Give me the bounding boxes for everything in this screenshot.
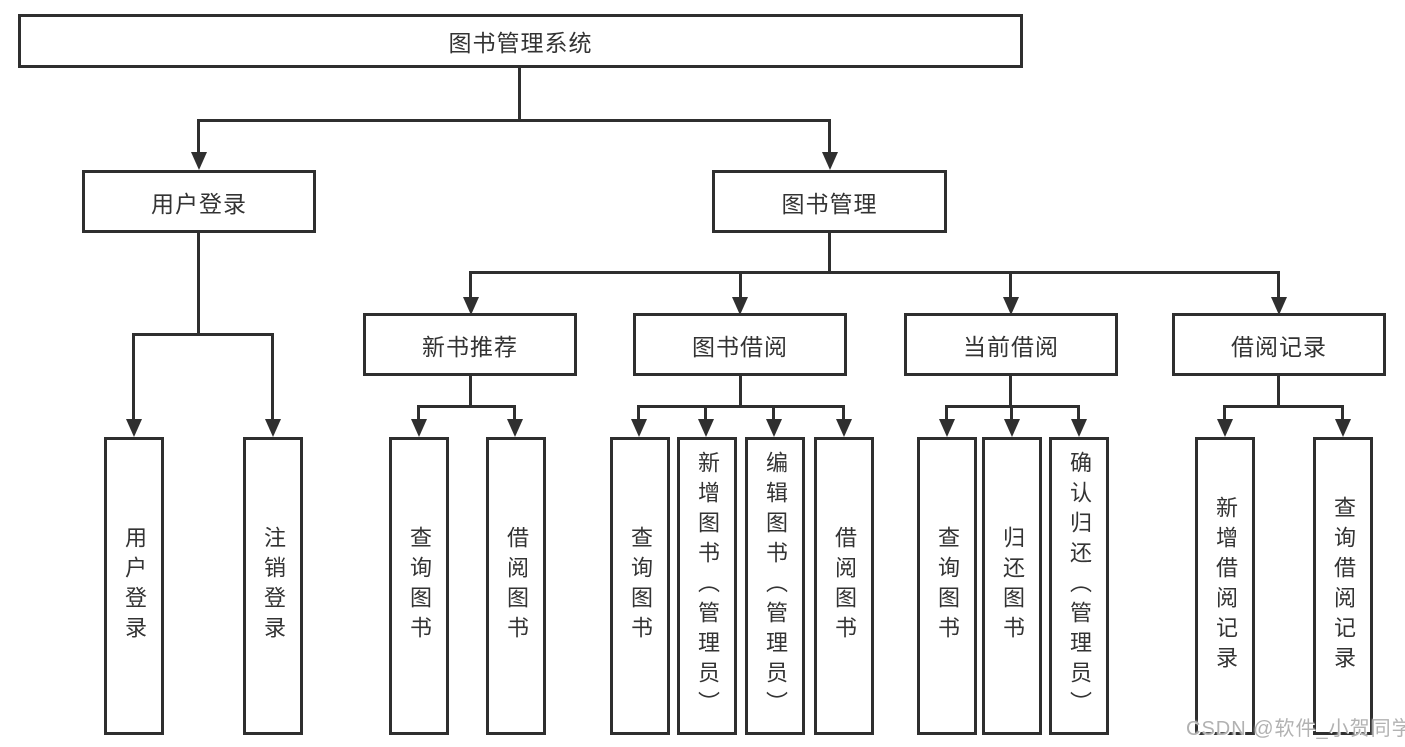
connector-hline xyxy=(132,333,274,336)
leaf-label: 新增图书（管理员） xyxy=(695,451,720,721)
leaf-borrow-books-recommend: 借阅图书 xyxy=(486,437,546,735)
arrow-down-icon xyxy=(1003,297,1019,315)
node-label: 图书借阅 xyxy=(692,333,788,360)
node-user-login: 用户登录 xyxy=(82,170,316,233)
arrow-down-icon xyxy=(836,419,852,437)
connector-hline xyxy=(1223,405,1344,408)
leaf-label: 借阅图书 xyxy=(504,526,529,646)
connector-vline xyxy=(513,405,516,421)
leaf-add-borrow-record: 新增借阅记录 xyxy=(1195,437,1255,735)
arrow-down-icon xyxy=(766,419,782,437)
node-current-borrowing: 当前借阅 xyxy=(904,313,1118,376)
leaf-label: 查询图书 xyxy=(407,526,432,646)
connector-vline xyxy=(1223,405,1226,421)
arrow-down-icon xyxy=(698,419,714,437)
node-root: 图书管理系统 xyxy=(18,14,1023,68)
leaf-query-books-current: 查询图书 xyxy=(917,437,977,735)
node-label: 新书推荐 xyxy=(422,333,518,360)
node-label: 借阅记录 xyxy=(1231,333,1327,360)
arrow-down-icon xyxy=(939,419,955,437)
leaf-edit-books-admin: 编辑图书（管理员） xyxy=(745,437,805,735)
node-borrowing-records: 借阅记录 xyxy=(1172,313,1386,376)
leaf-query-borrow-record: 查询借阅记录 xyxy=(1313,437,1373,735)
arrow-down-icon xyxy=(1071,419,1087,437)
connector-vline xyxy=(1010,405,1013,421)
arrow-down-icon xyxy=(507,419,523,437)
connector-vline xyxy=(1009,376,1012,407)
connector-vline xyxy=(637,405,640,421)
arrow-down-icon xyxy=(463,297,479,315)
leaf-query-books-recommend: 查询图书 xyxy=(389,437,449,735)
leaf-label: 归还图书 xyxy=(1000,526,1025,646)
node-label: 当前借阅 xyxy=(963,333,1059,360)
leaf-add-books-admin: 新增图书（管理员） xyxy=(677,437,737,735)
leaf-label: 注销登录 xyxy=(261,526,286,646)
connector-hline xyxy=(417,405,516,408)
connector-vline xyxy=(828,119,831,154)
connector-hline xyxy=(197,119,831,122)
leaf-label: 确认归还（管理员） xyxy=(1067,451,1092,721)
connector-vline xyxy=(704,405,707,421)
connector-vline xyxy=(1277,271,1280,299)
arrow-down-icon xyxy=(631,419,647,437)
connector-hline xyxy=(469,271,1280,274)
connector-vline xyxy=(842,405,845,421)
arrow-down-icon xyxy=(191,152,207,170)
connector-vline xyxy=(1009,271,1012,299)
node-root-label: 图书管理系统 xyxy=(448,30,593,56)
node-book-borrowing: 图书借阅 xyxy=(633,313,847,376)
leaf-label: 新增借阅记录 xyxy=(1213,496,1238,676)
leaf-confirm-return-admin: 确认归还（管理员） xyxy=(1049,437,1109,735)
node-book-management: 图书管理 xyxy=(712,170,947,233)
connector-vline xyxy=(197,233,200,335)
arrow-down-icon xyxy=(126,419,142,437)
connector-vline xyxy=(132,333,135,421)
leaf-user-login: 用户登录 xyxy=(104,437,164,735)
leaf-logout: 注销登录 xyxy=(243,437,303,735)
csdn-watermark: CSDN @软件_小贺同学 xyxy=(1186,718,1405,740)
connector-vline xyxy=(1341,405,1344,421)
leaf-label: 查询图书 xyxy=(935,526,960,646)
node-label: 用户登录 xyxy=(151,190,247,217)
arrow-down-icon xyxy=(1004,419,1020,437)
connector-vline xyxy=(1277,376,1280,407)
leaf-label: 编辑图书（管理员） xyxy=(763,451,788,721)
leaf-return-books: 归还图书 xyxy=(982,437,1042,735)
connector-vline xyxy=(271,333,274,421)
connector-vline xyxy=(772,405,775,421)
arrow-down-icon xyxy=(411,419,427,437)
arrow-down-icon xyxy=(732,297,748,315)
arrow-down-icon xyxy=(265,419,281,437)
node-label: 图书管理 xyxy=(781,190,878,217)
arrow-down-icon xyxy=(1271,297,1287,315)
leaf-query-books-borrow: 查询图书 xyxy=(610,437,670,735)
connector-vline xyxy=(469,376,472,407)
leaf-label: 借阅图书 xyxy=(832,526,857,646)
connector-vline xyxy=(739,376,742,407)
leaf-label: 查询图书 xyxy=(628,526,653,646)
connector-vline xyxy=(739,271,742,299)
connector-vline xyxy=(469,271,472,299)
connector-vline xyxy=(518,68,521,120)
arrow-down-icon xyxy=(822,152,838,170)
connector-vline xyxy=(1077,405,1080,421)
node-new-book-recommendation: 新书推荐 xyxy=(363,313,577,376)
connector-vline xyxy=(197,119,200,154)
arrow-down-icon xyxy=(1217,419,1233,437)
leaf-label: 用户登录 xyxy=(122,526,147,646)
arrow-down-icon xyxy=(1335,419,1351,437)
connector-hline xyxy=(637,405,845,408)
leaf-borrow-books-borrow: 借阅图书 xyxy=(814,437,874,735)
connector-vline xyxy=(828,233,831,273)
leaf-label: 查询借阅记录 xyxy=(1331,496,1356,676)
connector-vline xyxy=(417,405,420,421)
connector-vline xyxy=(945,405,948,421)
